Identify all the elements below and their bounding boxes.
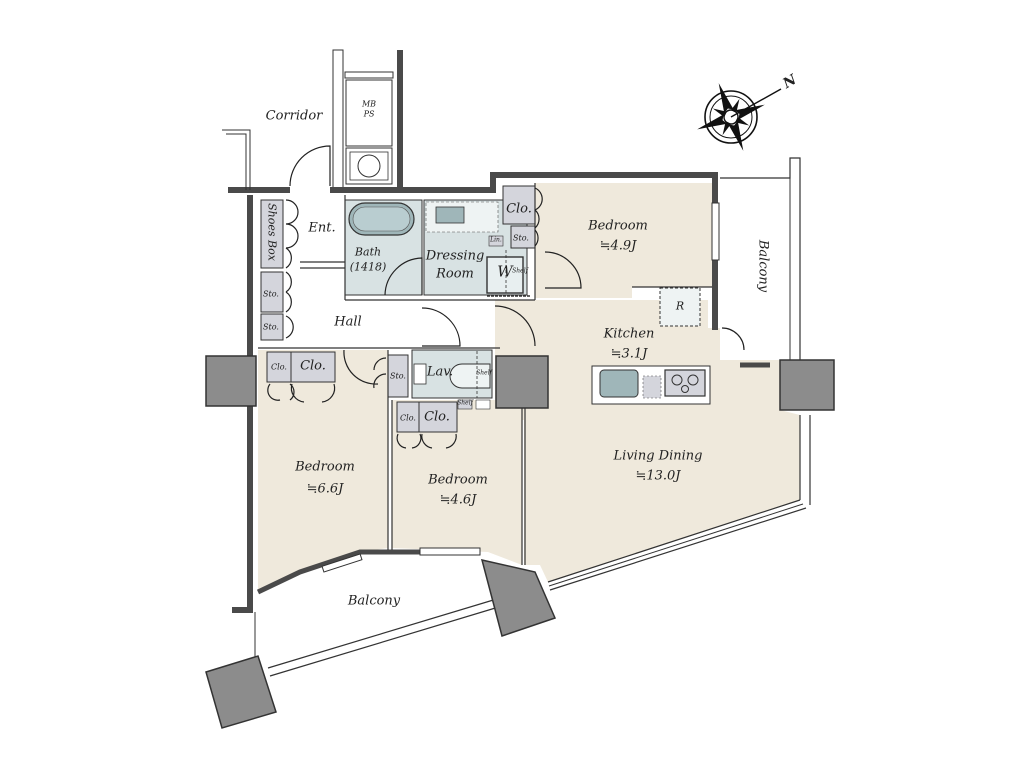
closet-w-small (266, 351, 292, 383)
bedroom-mid-area: ≒4.6J (439, 492, 477, 508)
balcony-east-label: Balcony (755, 239, 771, 293)
washer-shelf-label: Shelf (512, 267, 528, 275)
shelf-small (457, 399, 473, 410)
balcony-south-label: Balcony (347, 593, 401, 609)
lav-basin-icon (449, 363, 491, 389)
linen (488, 235, 504, 247)
closet-w-big (290, 351, 336, 383)
storage-2 (260, 313, 284, 341)
mbps-label-line1: MB (361, 99, 377, 109)
bedroom-west-area: ≒6.6J (306, 481, 344, 497)
entrance-label: Ent. (308, 220, 336, 236)
pipe-icon (357, 154, 381, 178)
storage-ne-label: Sto. (513, 233, 529, 243)
closet-mid-small-label: Clo. (400, 413, 416, 423)
living-dining-area: ≒13.0J (635, 468, 681, 484)
corridor-label: Corridor (265, 108, 323, 124)
ld-window (547, 499, 801, 583)
south-balcony-rail (267, 597, 501, 669)
dressing-room-label-line1: Dressing (425, 248, 485, 264)
lavatory-label: Lav. (426, 364, 454, 380)
kitchen-area: ≒3.1J (610, 346, 648, 362)
dressing-room-label-line2: Room (436, 266, 474, 282)
bedroom-ne-label: Bedroom (588, 218, 648, 234)
fridge-space (659, 287, 701, 327)
doors (267, 145, 745, 449)
closet-ne (502, 185, 536, 225)
bedroom-ne-window (711, 202, 720, 261)
closet-mid-big (418, 401, 458, 433)
bedroom-west-floor (258, 350, 388, 590)
shoes-box-label: Shoes Box (265, 203, 279, 261)
vanity-sink-icon (435, 206, 465, 224)
kitchen-sink-icon (599, 369, 639, 398)
mbps-label-line2: PS (363, 109, 375, 119)
fridge-label: R (675, 299, 685, 313)
living-dining-floor (495, 300, 800, 582)
closet-mid-big-label: Clo. (424, 409, 450, 425)
lavatory-shelf-1: Shelf (476, 369, 492, 377)
compass-icon (697, 83, 782, 151)
bedroom-mid-label: Bedroom (428, 472, 488, 488)
hall-label: Hall (334, 314, 362, 330)
hall-floor (255, 195, 385, 355)
mbps-shaft (345, 79, 393, 147)
storage-2-label: Sto. (263, 322, 279, 332)
columns (205, 355, 835, 729)
bedroom-ne-area: ≒4.9J (599, 238, 637, 254)
storage-lav-label: Sto. (390, 371, 406, 381)
shoes-box (260, 199, 284, 269)
closet-ne-label: Clo. (506, 201, 532, 217)
lavatory-shelf-2: Shelf (457, 399, 473, 407)
bedroom-ne-floor (535, 183, 712, 298)
washer-icon (486, 256, 524, 294)
bath-label: Bath (354, 245, 382, 259)
washer-label: W (497, 262, 513, 281)
closet-w-big-label: Clo. (300, 358, 326, 374)
bedroom-west-label: Bedroom (295, 459, 355, 475)
bath-size: (1418) (349, 260, 387, 274)
storage-1-label: Sto. (263, 289, 279, 299)
living-dining-label: Living Dining (613, 448, 703, 464)
corridor-outline (222, 129, 251, 190)
stove-icon (664, 369, 706, 397)
linen-label: Lin. (490, 236, 502, 244)
bedroom-mid-floor (392, 400, 522, 565)
closet-w-small-label: Clo. (271, 362, 287, 372)
kitchen-label: Kitchen (603, 326, 655, 342)
storage-1 (260, 271, 284, 313)
partitions (258, 183, 712, 565)
